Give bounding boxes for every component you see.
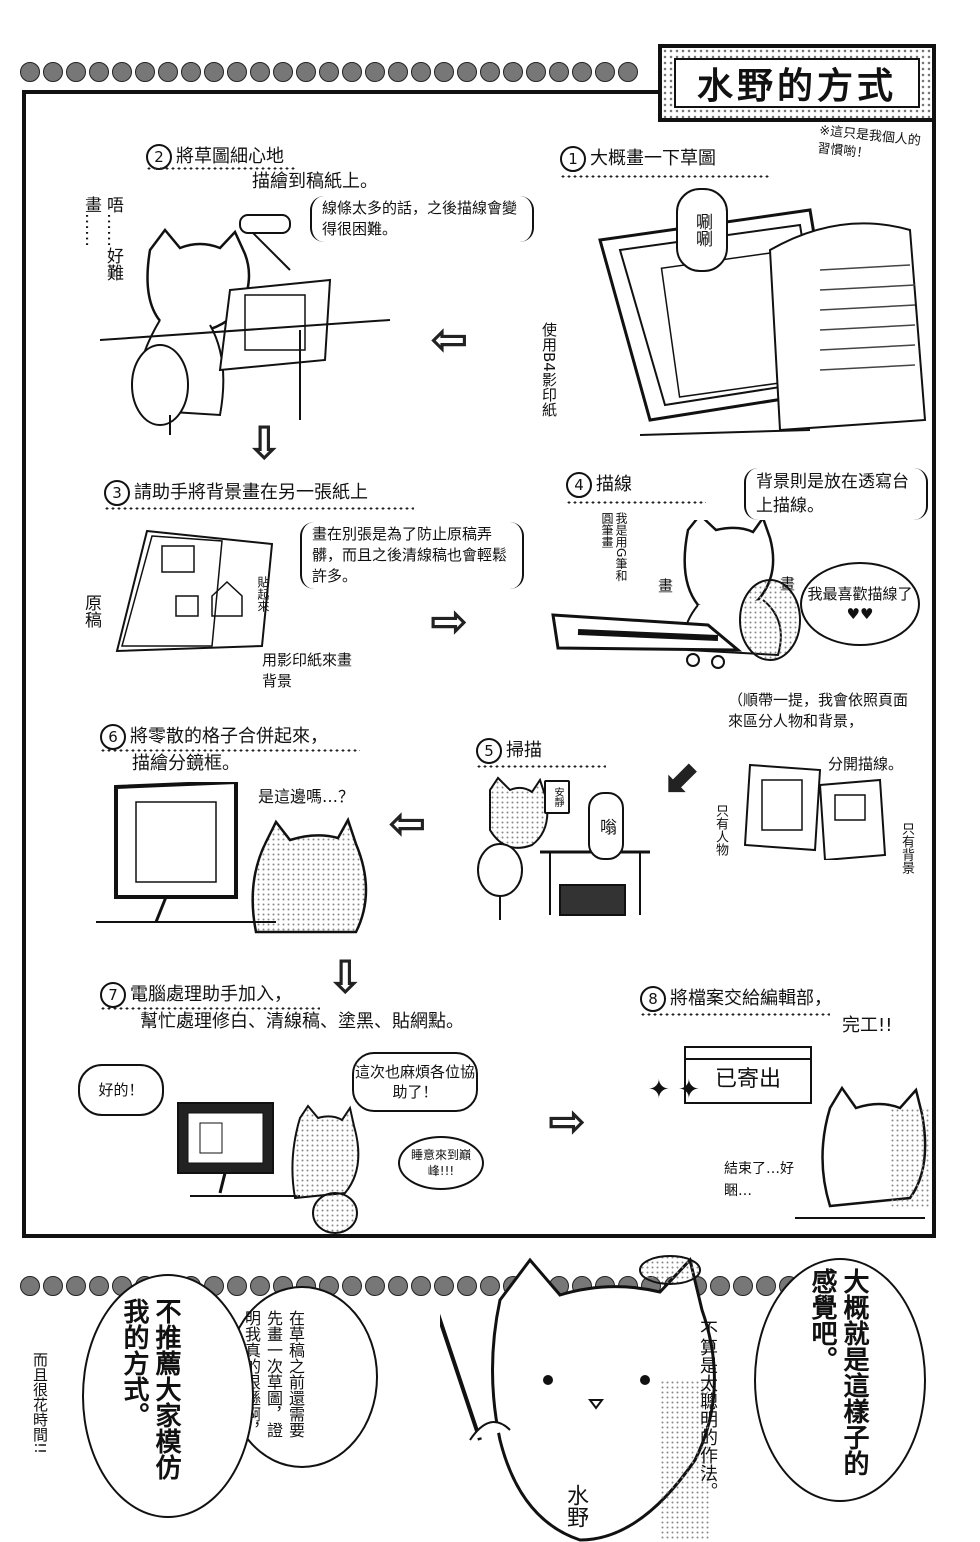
panel-3-note: 畫在別張是為了防止原稿弄髒，而且之後清線稿也會輕鬆許多。: [300, 522, 524, 589]
panel-5-label-bg: 只有背景: [899, 822, 914, 874]
arrow-diagonal: ⬋: [664, 748, 703, 802]
panel-5-label-people: 只有人物: [713, 804, 728, 856]
arrow-right-1: ⇨: [430, 594, 469, 648]
step-7-title-2: 幫忙處理修白、清線稿、塗黑、貼網點。: [140, 1011, 464, 1032]
panel-8-window-text: 已寄出: [714, 1067, 781, 1092]
panel-5-drawing: [477, 776, 650, 920]
panel-8-window: 已寄出: [684, 1046, 812, 1104]
step-6-underline: [100, 748, 360, 753]
panel-7-drawing: [177, 1102, 360, 1234]
main-frame: [22, 90, 936, 1238]
panel-8-murmur: 結束了…好睏…: [724, 1161, 794, 1199]
top-dot-border: [20, 62, 638, 84]
panel-1-drawing: [598, 208, 927, 436]
sparkle-icon: ✦ ✦: [648, 1075, 700, 1105]
panel-2-note: 線條太多的話，之後描線會變得很困難。: [310, 196, 534, 242]
step-1-underline: [560, 174, 770, 179]
bottom-right-bubble: [754, 1258, 926, 1502]
panel-4-sfx2: 畫: [780, 575, 796, 593]
title-box: 水野的方式: [658, 44, 936, 122]
panel-7-bubble-right: 這次也麻煩各位協助了！: [352, 1052, 478, 1112]
panel-5-note: （順帶一提，我會依照頁面來區分人物和背景，: [728, 691, 909, 730]
panel-4-bubble: 我最喜歡描線了♥♥: [800, 562, 920, 646]
panel-6-bubble: 是這邊嗎…？: [258, 787, 355, 806]
step-7-underline: [100, 1006, 320, 1011]
panel-5-sfx: 嗡: [588, 792, 624, 860]
panel-5-sign: 安靜: [544, 780, 570, 814]
bottom-left-text: 不推薦大家模仿我的方式。: [119, 1298, 181, 1480]
panel-3-label-original: 原稿: [81, 594, 101, 628]
panel-4-note: 背景則是放在透寫台上描線。: [744, 468, 928, 520]
panel-3-label-paste: 貼起來: [256, 576, 270, 612]
step-2-underline: [146, 166, 296, 171]
panel-2-murmur: 唔……好難畫……: [81, 196, 123, 281]
panel-1-side-note: 使用B4影印紙: [540, 322, 558, 417]
step-8-title-2: 完工!!: [842, 1015, 893, 1036]
panel-7-bubble-small: 睡意來到巔峰!!!: [398, 1136, 484, 1190]
arrow-left-1: ⇦: [430, 312, 469, 366]
step-2-title-2: 描繪到稿紙上。: [252, 171, 378, 192]
bottom-left-bubble: [82, 1274, 254, 1518]
bottom-right-small: 不算是太聰明的作法。: [697, 1320, 718, 1500]
bottom-left-small: 而且很花時間!!: [31, 1352, 49, 1455]
panel-3-label-copy: 用影印紙來畫背景: [262, 651, 353, 690]
page-title: 水野的方式: [674, 58, 920, 108]
panel-2-drawing: [99, 214, 391, 435]
arrow-down-2: ⇩: [326, 950, 365, 1004]
step-8-underline: [640, 1012, 830, 1017]
panel-7-bubble-left: 好的！: [78, 1064, 164, 1116]
panel-1-sfx-bubble: 唰唰: [676, 188, 728, 272]
arrow-left-2: ⇦: [388, 796, 427, 850]
panel-4-sfx1: 畫: [658, 577, 674, 595]
panel-4-drawing: [551, 520, 801, 669]
arrow-right-2: ⇨: [548, 1094, 587, 1148]
mizuno-cat-drawing: [440, 1255, 716, 1542]
panel-8-drawing: [795, 1085, 930, 1219]
step-4-underline: [566, 500, 706, 505]
panel-6-drawing: [96, 782, 368, 934]
panel-5-papers: [743, 763, 887, 860]
step-6-title-2: 描繪分鏡框。: [132, 753, 240, 774]
bottom-right-text: 大概就是這樣子的感覺吧。: [807, 1268, 869, 1476]
mizuno-name: 水野: [563, 1484, 588, 1528]
panel-5-note-2: 分開描線。: [828, 755, 904, 773]
panel-8-window-titlebar: [686, 1048, 810, 1060]
step-3-underline: [104, 506, 414, 511]
panel-3-drawing: [115, 529, 274, 653]
step-5-underline: [476, 764, 606, 769]
arrow-down-1: ⇩: [245, 416, 284, 470]
panel-4-tools: 我是用G筆和圓筆畫: [600, 512, 628, 582]
